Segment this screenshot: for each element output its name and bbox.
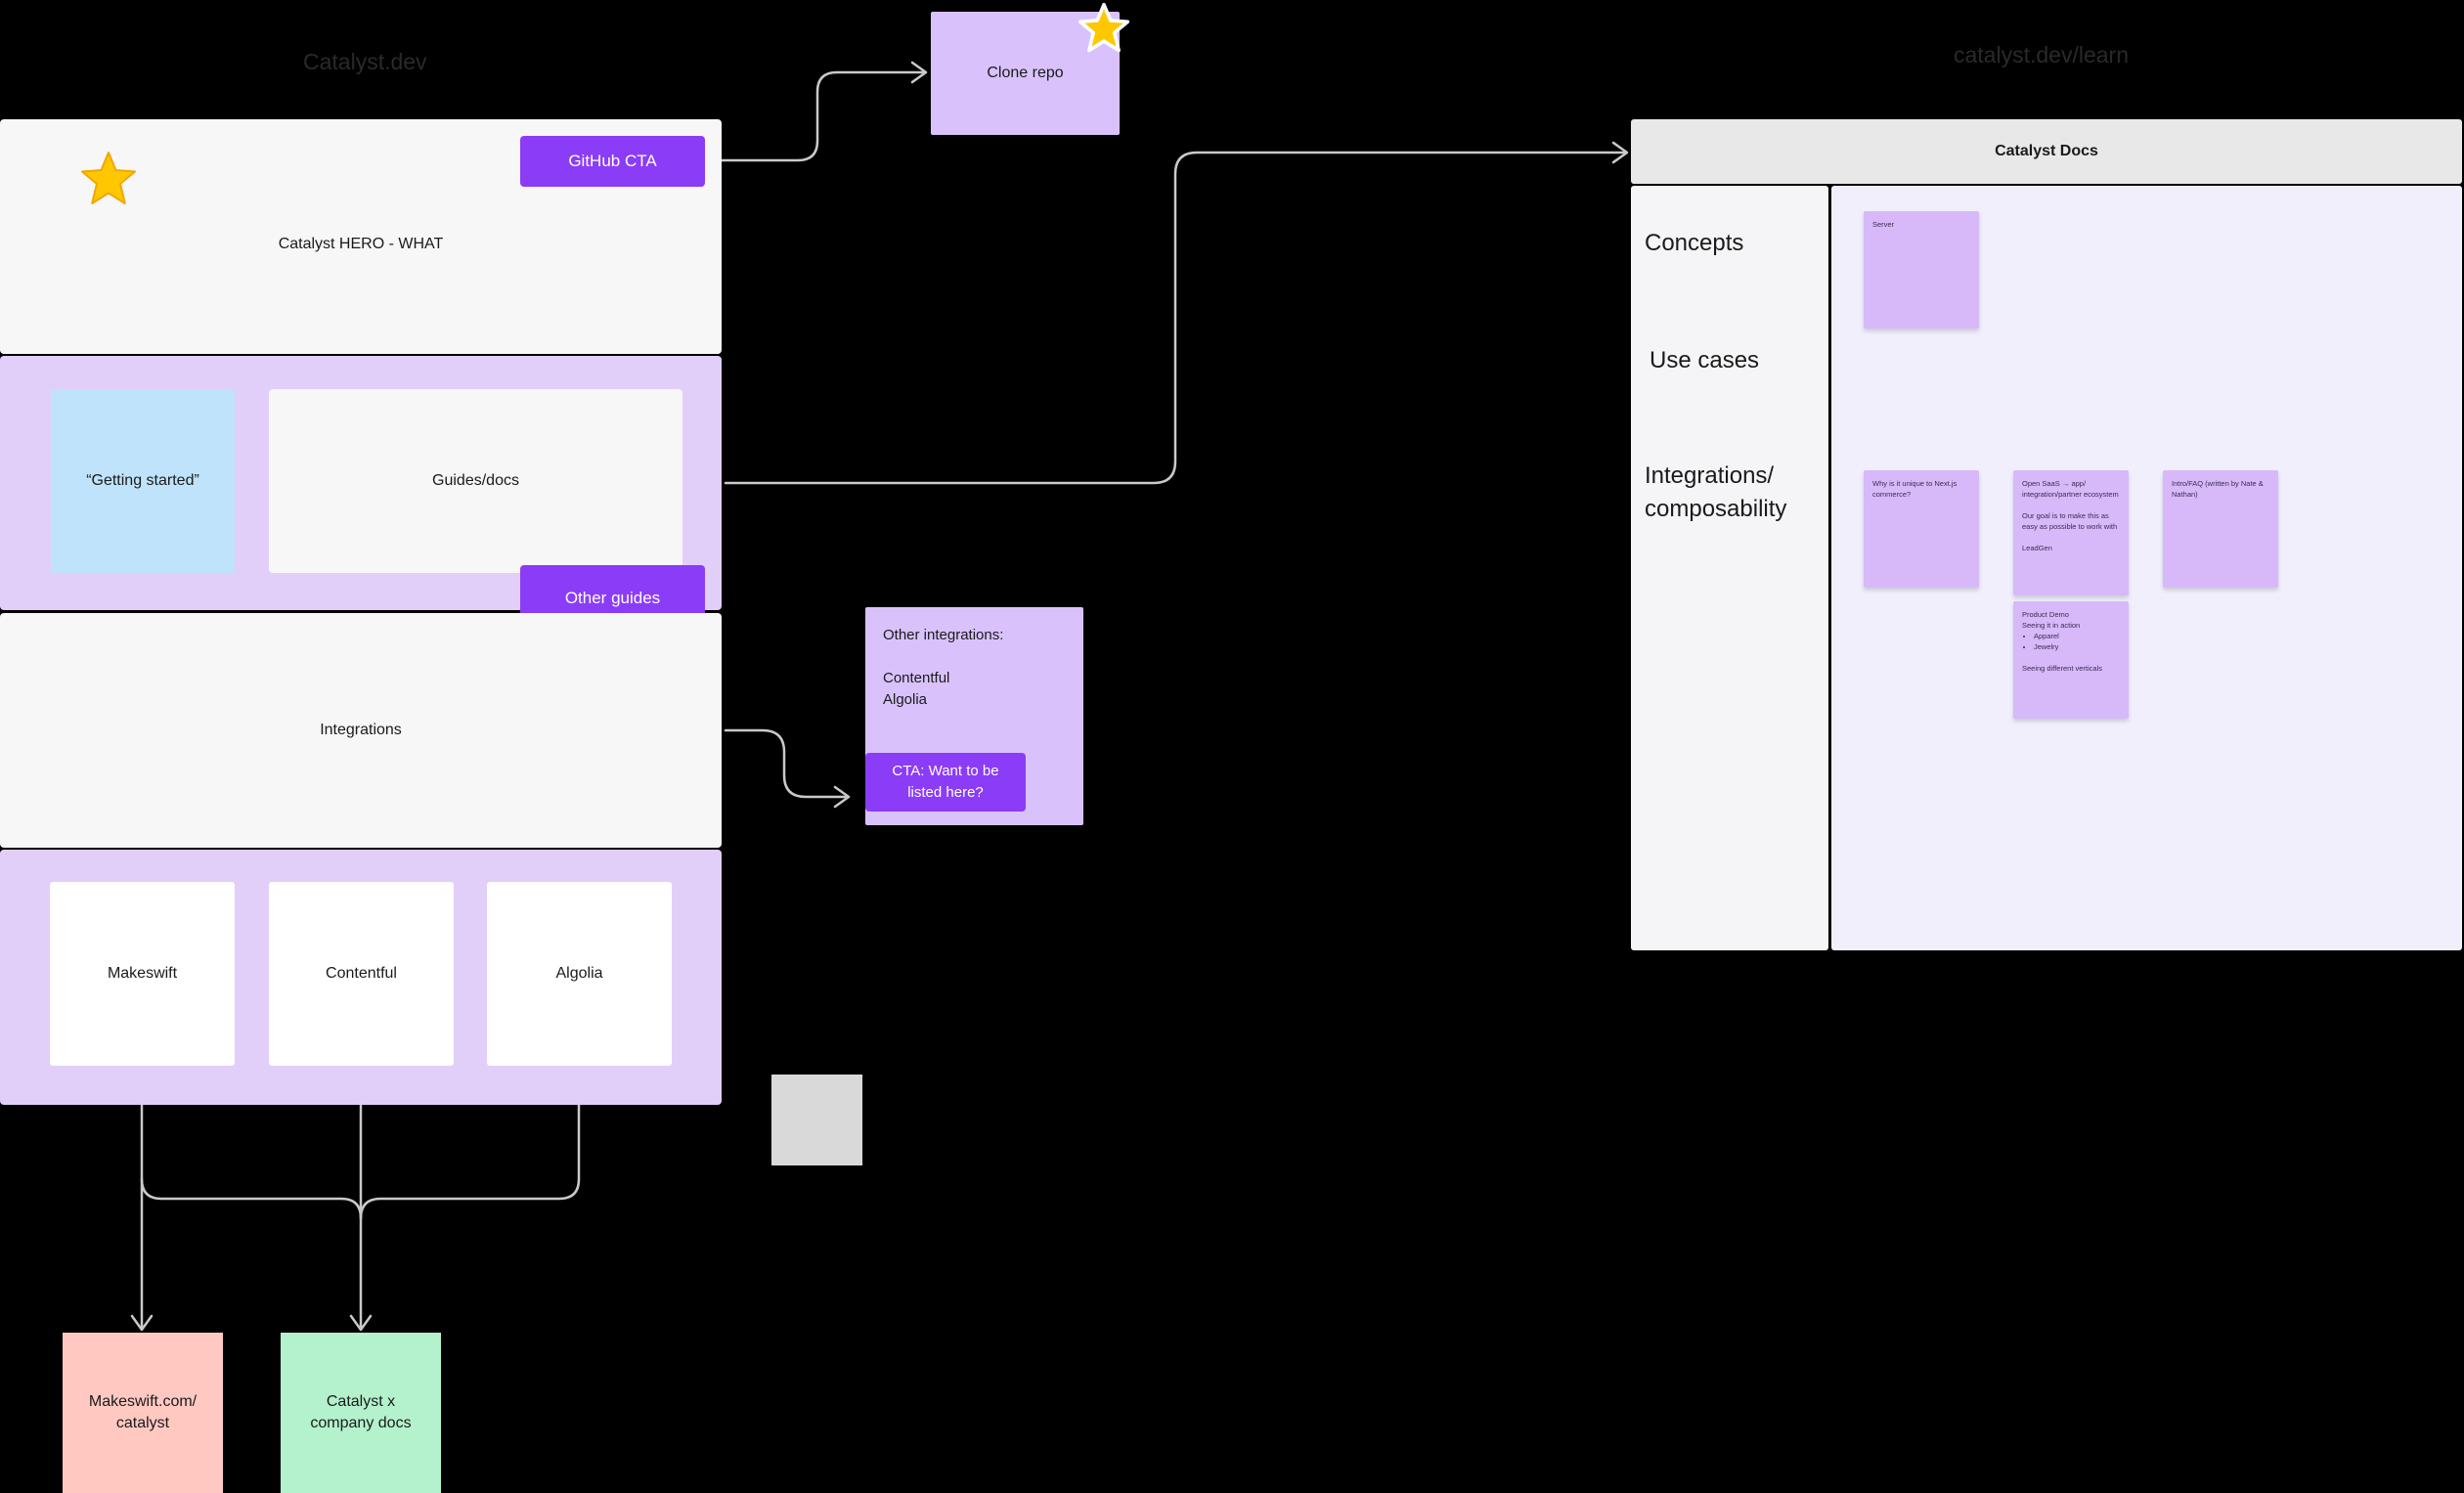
docs-section-use-cases[interactable]: Use cases — [1650, 347, 1760, 373]
integration-card-algolia[interactable]: Algolia — [487, 882, 672, 1066]
sticky-text: Why is it unique to Next.js commerce? — [1872, 479, 1958, 499]
star-icon — [81, 152, 136, 204]
sticky-server[interactable]: Server — [1864, 211, 1979, 329]
sticky-intro-faq[interactable]: Intro/FAQ (written by Nate & Nathan) — [2163, 470, 2278, 588]
sticky-product-demo[interactable]: Product Demo Seeing it in action Apparel… — [2013, 601, 2129, 719]
frame-label-catalyst-learn: catalyst.dev/learn — [1954, 42, 2129, 67]
sticky-text: Product Demo — [2022, 610, 2069, 619]
company-docs-card[interactable]: Catalyst x company docs — [281, 1333, 441, 1493]
other-integrations-heading: Other integrations: — [883, 627, 1004, 643]
integrations-panel: Integrations — [0, 613, 722, 848]
guides-docs-card[interactable]: Guides/docs — [269, 389, 682, 573]
sticky-unique-to-nextjs[interactable]: Why is it unique to Next.js commerce? — [1864, 470, 1979, 588]
other-integration-item: Contentful — [883, 670, 950, 686]
getting-started-card[interactable]: “Getting started” — [51, 389, 235, 573]
makeswift-catalyst-card[interactable]: Makeswift.com/ catalyst — [63, 1333, 223, 1493]
sticky-open-saas[interactable]: Open SaaS → app/ integration/partner eco… — [2013, 470, 2129, 595]
sticky-list-item: Apparel — [2034, 631, 2120, 641]
listed-here-cta-button[interactable]: CTA: Want to be listed here? — [865, 753, 1026, 812]
sticky-list-item: Jewelry — [2034, 641, 2120, 652]
sticky-text: Seeing it in action — [2022, 621, 2081, 630]
docs-sidebar: Concepts Use cases Integrations/ composa… — [1631, 186, 1828, 950]
sticky-text: Seeing different verticals — [2022, 664, 2102, 673]
docs-section-concepts[interactable]: Concepts — [1645, 230, 1744, 256]
star-icon — [1078, 2, 1130, 53]
placeholder-square — [771, 1075, 862, 1165]
frame-label-catalyst-dev: Catalyst.dev — [303, 49, 427, 74]
docs-title-bar: Catalyst Docs — [1631, 119, 2462, 184]
integration-card-makeswift[interactable]: Makeswift — [50, 882, 235, 1066]
docs-section-integrations[interactable]: Integrations/ composability — [1645, 462, 1787, 522]
other-integration-item: Algolia — [883, 691, 928, 708]
integration-card-contentful[interactable]: Contentful — [269, 882, 454, 1066]
sticky-text: Our goal is to make this as easy as poss… — [2022, 511, 2118, 531]
github-cta-button[interactable]: GitHub CTA — [520, 136, 705, 187]
sticky-text: Intro/FAQ (written by Nate & Nathan) — [2172, 479, 2264, 499]
sticky-list: Apparel Jewelry — [2022, 631, 2120, 652]
sticky-text: Open SaaS → app/ integration/partner eco… — [2022, 479, 2119, 499]
clone-repo-card[interactable]: Clone repo — [931, 12, 1120, 135]
hero-text: Catalyst HERO - WHAT — [278, 236, 444, 252]
sticky-text: LeadGen — [2022, 544, 2052, 552]
sticky-text: Server — [1872, 220, 1895, 229]
